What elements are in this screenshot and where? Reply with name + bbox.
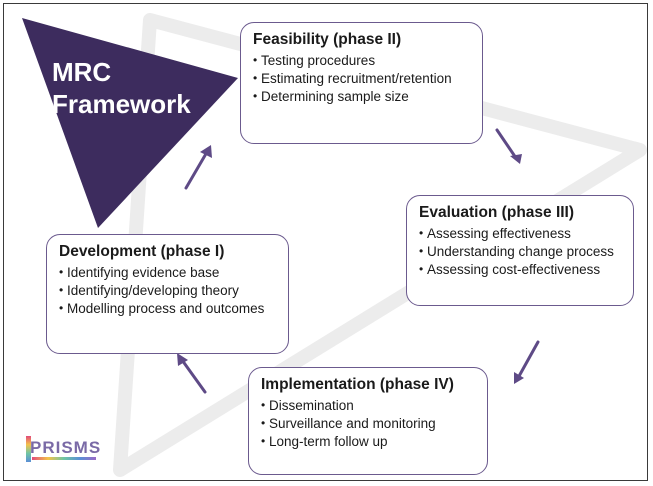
framework-title-line2: Framework — [52, 89, 191, 119]
arrow-evaluation-to-implementation — [516, 340, 540, 380]
arrow-feasibility-to-evaluation — [495, 128, 518, 160]
arrow-development-to-feasibility — [184, 150, 209, 190]
logo-color-bar — [26, 436, 31, 462]
prisms-logo: PRISMS — [26, 436, 102, 466]
evaluation-item: Assessing effectiveness — [419, 226, 623, 241]
framework-title-line1: MRC — [52, 57, 112, 87]
feasibility-item: Estimating recruitment/retention — [253, 71, 472, 86]
implementation-item: Surveillance and monitoring — [261, 416, 477, 431]
implementation-item: Long-term follow up — [261, 434, 477, 449]
framework-title: MRC Framework — [52, 56, 191, 120]
arrowhead-2 — [510, 154, 522, 164]
arrow-implementation-to-development — [180, 358, 207, 394]
arrowhead-4 — [177, 353, 188, 366]
evaluation-item: Assessing cost-effectiveness — [419, 262, 623, 277]
arrowhead-3 — [514, 372, 524, 384]
development-list: Identifying evidence base Identifying/de… — [59, 265, 278, 316]
feasibility-item: Testing procedures — [253, 53, 472, 68]
feasibility-title: Feasibility (phase II) — [253, 31, 402, 48]
evaluation-title: Evaluation (phase III) — [419, 204, 575, 221]
feasibility-list: Testing procedures Estimating recruitmen… — [253, 53, 472, 104]
feasibility-item: Determining sample size — [253, 89, 472, 104]
evaluation-list: Assessing effectiveness Understanding ch… — [419, 226, 623, 277]
evaluation-item: Understanding change process — [419, 244, 623, 259]
development-box: Development (phase I) Identifying eviden… — [46, 234, 289, 354]
implementation-item: Dissemination — [261, 398, 477, 413]
implementation-title: Implementation (phase IV) — [261, 376, 454, 393]
implementation-box: Implementation (phase IV) Dissemination … — [248, 367, 488, 475]
cycle-arrows — [180, 128, 540, 394]
implementation-list: Dissemination Surveillance and monitorin… — [261, 398, 477, 449]
title-triangle — [22, 18, 238, 228]
arrowhead-1 — [200, 145, 212, 158]
development-item: Modelling process and outcomes — [59, 301, 278, 316]
evaluation-box: Evaluation (phase III) Assessing effecti… — [406, 195, 634, 306]
logo-text: PRISMS — [30, 438, 102, 457]
development-item: Identifying/developing theory — [59, 283, 278, 298]
logo-color-strip — [32, 457, 96, 460]
development-title: Development (phase I) — [59, 243, 225, 260]
development-item: Identifying evidence base — [59, 265, 278, 280]
cycle-arrowheads — [177, 145, 524, 384]
feasibility-box: Feasibility (phase II) Testing procedure… — [240, 22, 483, 144]
